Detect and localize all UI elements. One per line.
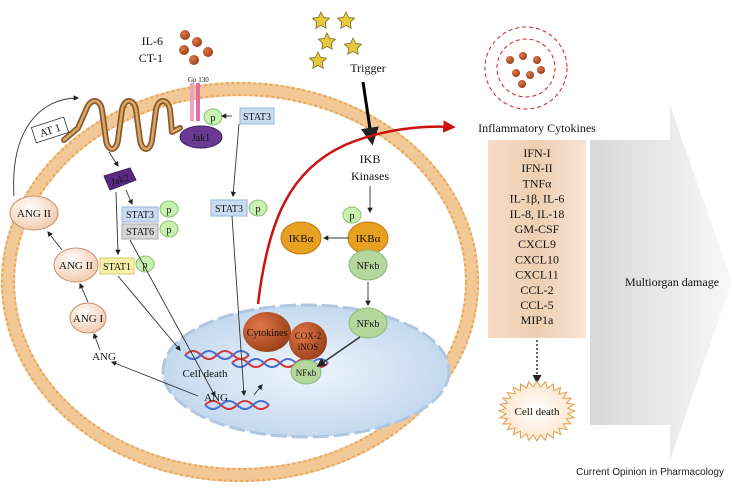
jak1-label: Jak1 [192, 133, 210, 144]
cytokine-item: IFN-II [521, 161, 552, 175]
stat3-top: STAT3 [239, 107, 275, 125]
at1-receptor: AT 1 [30, 98, 183, 152]
il6-label: IL-6 [142, 34, 163, 48]
cox2-label: COX-2 [295, 331, 322, 341]
ikba-right: IKBα [347, 221, 389, 255]
ikb-kinases-line2: Kinases [351, 169, 389, 183]
cytokine-item: CXCL9 [518, 237, 556, 251]
p-stat3-low: p [248, 199, 268, 217]
star-icon [336, 11, 356, 29]
nfkb-nuclear: NFκb [290, 359, 322, 385]
cytokine-column [488, 140, 586, 338]
p-ikba: p [342, 206, 362, 224]
trigger-stars [308, 11, 363, 69]
nfkb-bound-label: NFκb [357, 261, 380, 272]
stat1-node: STAT1 [99, 257, 135, 275]
jak2-label: Jak2 [110, 173, 131, 189]
cytokine-item: IFN-I [523, 146, 550, 160]
cytokine-item: GM-CSF [515, 222, 560, 236]
panel-title: Inflammatory Cytokines [478, 121, 596, 135]
p-stat6: p [159, 220, 179, 238]
trigger-label: Trigger [350, 61, 386, 75]
ikba-left: IKBα [280, 221, 322, 255]
star-icon [311, 11, 331, 29]
cell-death-burst: Cell death [497, 379, 577, 443]
arrows [13, 81, 379, 397]
star-icon [317, 32, 337, 50]
stat3-low: STAT3 [210, 199, 248, 217]
star-icon [343, 37, 363, 55]
ikba-right-label: IKBα [356, 233, 381, 245]
cell-death-label: Cell death [515, 406, 560, 418]
ang-ii-membrane-label: ANG II [17, 208, 51, 220]
nfkb-bound: NFκb [348, 249, 388, 281]
ang-text-left: ANG [92, 351, 116, 363]
big-arrow-shadow [590, 105, 732, 460]
p-stat1: p [135, 255, 155, 273]
cytokine-item: CCL-2 [520, 283, 553, 297]
ang-i-node: ANG I [69, 302, 107, 334]
nfkb-free-label: NFκb [357, 319, 380, 330]
ang-i-label: ANG I [73, 313, 104, 325]
red-arrow [256, 120, 456, 305]
cell-membrane [0, 81, 480, 483]
ang-ii-inner-label: ANG II [59, 260, 93, 272]
ang-ii-membrane: ANG II [9, 195, 59, 231]
p-stat3-mid: p [159, 200, 179, 218]
gp130-label: Gp 130 [188, 76, 209, 84]
stat3-low-label: STAT3 [215, 204, 243, 215]
stat6-node: STAT6 [121, 223, 159, 240]
inos-label: iNOS [298, 342, 319, 352]
p-stat1-label: p [143, 260, 148, 271]
cell-death-inside-label: Cell death [183, 368, 228, 380]
jak1-node: Jak1 [179, 125, 223, 149]
cytokine-vesicle [484, 26, 568, 110]
ang-ii-inner: ANG II [53, 247, 99, 283]
ct1-label: CT-1 [139, 51, 163, 65]
star-icon [308, 51, 328, 69]
dna-helix-bottom [204, 400, 270, 410]
p-jak1: p [203, 108, 223, 126]
cytokines-nuclear-label: Cytokines [247, 328, 288, 339]
cytokines-nuclear: Cytokines [243, 312, 291, 352]
nfkb-nuclear-label: NFκb [296, 368, 317, 378]
p-jak1-label: p [211, 113, 216, 124]
p-ikba-label: p [350, 211, 355, 222]
cytokine-item: IL-8, IL-18 [510, 207, 565, 221]
ikba-left-label: IKBα [289, 233, 314, 245]
p-stat6-label: p [167, 225, 172, 236]
p-stat3-low-label: p [256, 204, 261, 215]
stat3-mid-label: STAT3 [126, 210, 154, 221]
gp130-receptor [190, 83, 200, 121]
cytokine-item: CXCL11 [515, 268, 559, 282]
outcome-label: Multiorgan damage [625, 275, 719, 289]
stat3-mid: STAT3 [121, 206, 159, 223]
stat3-top-label: STAT3 [243, 112, 271, 123]
cytokine-item: CXCL10 [515, 252, 559, 266]
ang-text-bottom: ANG [204, 392, 228, 404]
cytokine-item: MIP1a [521, 313, 554, 327]
stat1-label: STAT1 [103, 262, 131, 273]
cox2-inos: COX-2 iNOS [289, 322, 327, 360]
cytokine-item: CCL-5 [520, 298, 553, 312]
nfkb-free: NFκb [348, 307, 388, 339]
credit-label: Current Opinion in Pharmacology [576, 467, 724, 478]
stat6-label: STAT6 [126, 227, 154, 238]
ligand-balls [179, 30, 213, 65]
cytokine-item: IL-1β, IL-6 [510, 192, 565, 206]
jak2-node: Jak2 [103, 167, 137, 191]
p-stat3-mid-label: p [167, 205, 172, 216]
ikb-kinases-line1: IKB [360, 152, 381, 166]
cytokine-item: TNFα [523, 176, 553, 190]
dna-helix-left [184, 350, 250, 360]
